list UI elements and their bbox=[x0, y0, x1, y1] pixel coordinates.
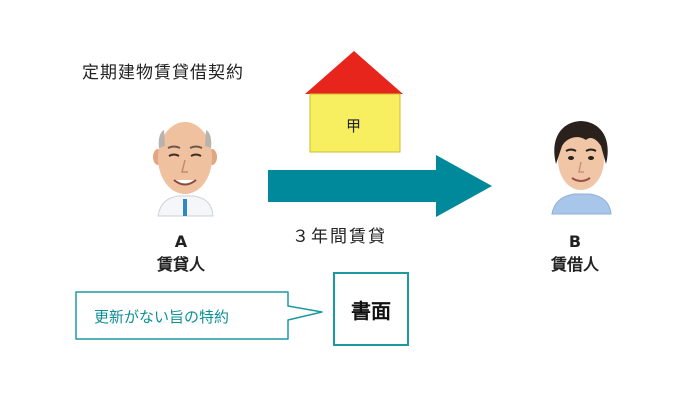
person-a-tie bbox=[183, 199, 187, 216]
note-callout bbox=[75, 291, 323, 340]
person-a-eye-right bbox=[190, 153, 202, 157]
person-a-brow-right bbox=[189, 145, 203, 149]
house-wall bbox=[309, 93, 401, 153]
party-a-letter: A bbox=[174, 232, 188, 251]
person-a-hair bbox=[158, 130, 212, 148]
arrow-right-icon bbox=[268, 155, 492, 217]
party-a-role: 賃貸人 bbox=[156, 255, 205, 274]
lease-term-label: ３年間賃貸 bbox=[292, 227, 387, 247]
party-b: B 賃借人 bbox=[530, 230, 620, 276]
person-b-avatar bbox=[551, 121, 612, 215]
no-renewal-note: 更新がない旨の特約 bbox=[94, 308, 230, 326]
person-a-mouth bbox=[173, 179, 197, 186]
house-label: 甲 bbox=[346, 117, 362, 135]
person-a-brow-left bbox=[167, 145, 181, 149]
arrow-shaft bbox=[268, 170, 440, 202]
diagram-title: 定期建物賃貸借契約 bbox=[82, 63, 244, 83]
party-a: A 賃貸人 bbox=[136, 230, 226, 276]
person-a-nose bbox=[181, 159, 188, 173]
person-b-eye-right bbox=[588, 156, 594, 160]
person-a-eye-left bbox=[168, 153, 180, 157]
person-a-head bbox=[158, 122, 212, 194]
person-b-shirt bbox=[551, 193, 612, 215]
document-label: 書面 bbox=[351, 298, 391, 323]
person-b-hair bbox=[554, 121, 608, 164]
person-a-avatar bbox=[153, 122, 217, 217]
person-b-brow-right bbox=[585, 148, 597, 152]
arrow-head bbox=[436, 155, 492, 217]
house-roof bbox=[305, 51, 403, 94]
party-b-letter: B bbox=[568, 232, 582, 251]
person-b-eye-left bbox=[568, 156, 574, 160]
party-b-role: 賃借人 bbox=[550, 255, 599, 274]
document-box: 書面 bbox=[333, 272, 409, 346]
person-b-nose bbox=[578, 161, 584, 173]
house-icon bbox=[305, 51, 403, 153]
person-b-brow-left bbox=[565, 148, 577, 152]
person-b-mouth bbox=[571, 177, 591, 182]
person-b-head bbox=[558, 130, 604, 190]
